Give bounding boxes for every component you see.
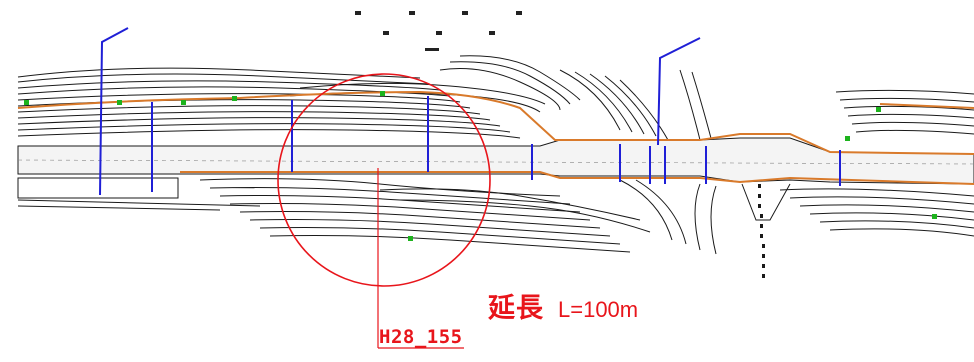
section-tag: H28_155: [379, 326, 463, 348]
road-body: [17, 137, 974, 185]
focus-circle: [277, 73, 491, 287]
extension-label: 延長: [488, 293, 544, 324]
culvert-line: [741, 183, 791, 278]
focus-annotation: [277, 73, 491, 349]
tree-markers: [24, 91, 937, 241]
terrain-contours-valley: [559, 69, 717, 255]
terrain-contours-lower: [199, 178, 651, 253]
retaining-wall: [17, 177, 261, 211]
title-block: [355, 11, 522, 51]
station-markers: [99, 27, 841, 196]
extension-annotation: 延長 L=100m: [488, 286, 638, 325]
length-label: L=100m: [558, 297, 639, 322]
terrain-contours-right: [779, 89, 974, 237]
road-edge-lines: [17, 90, 974, 185]
